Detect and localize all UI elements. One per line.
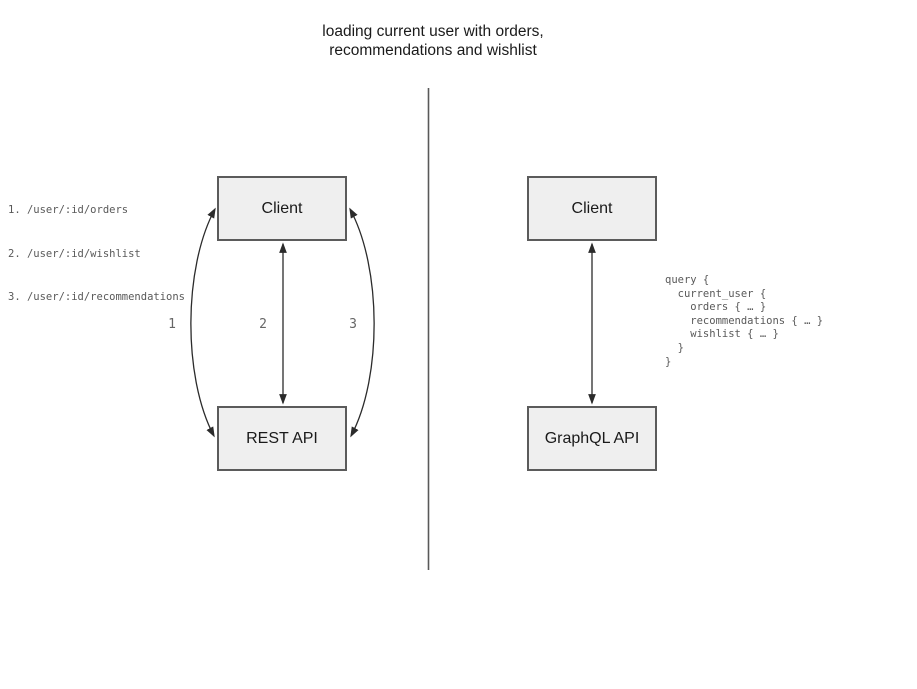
rest-endpoint-list: 1. /user/:id/orders 2. /user/:id/wishlis… xyxy=(8,174,185,334)
rest-api-label: REST API xyxy=(246,429,318,447)
diagram-title-line1: loading current user with orders, xyxy=(322,23,544,40)
rest-endpoint-orders: 1. /user/:id/orders xyxy=(8,204,129,216)
graphql-client-box: Client xyxy=(527,176,657,241)
rest-client-box: Client xyxy=(217,176,347,241)
rest-arrow-1-curve xyxy=(190,207,216,438)
diagram-title: loading current user with orders, recomm… xyxy=(133,22,733,60)
graphql-query-code: query { current_user { orders { … } reco… xyxy=(665,274,824,368)
graphql-client-label: Client xyxy=(571,199,613,217)
graphql-api-label: GraphQL API xyxy=(544,429,640,447)
rest-arrow-label-3: 3 xyxy=(349,317,357,332)
rest-arrow-label-2: 2 xyxy=(259,317,267,332)
rest-api-box: REST API xyxy=(217,406,347,471)
rest-arrow-label-1: 1 xyxy=(168,317,176,332)
diagram-title-line2: recommendations and wishlist xyxy=(329,42,537,59)
graphql-api-box: GraphQL API xyxy=(527,406,657,471)
rest-endpoint-recommendations: 3. /user/:id/recommendations xyxy=(8,291,186,303)
rest-endpoint-wishlist: 2. /user/:id/wishlist xyxy=(8,247,141,260)
rest-client-label: Client xyxy=(261,199,303,217)
